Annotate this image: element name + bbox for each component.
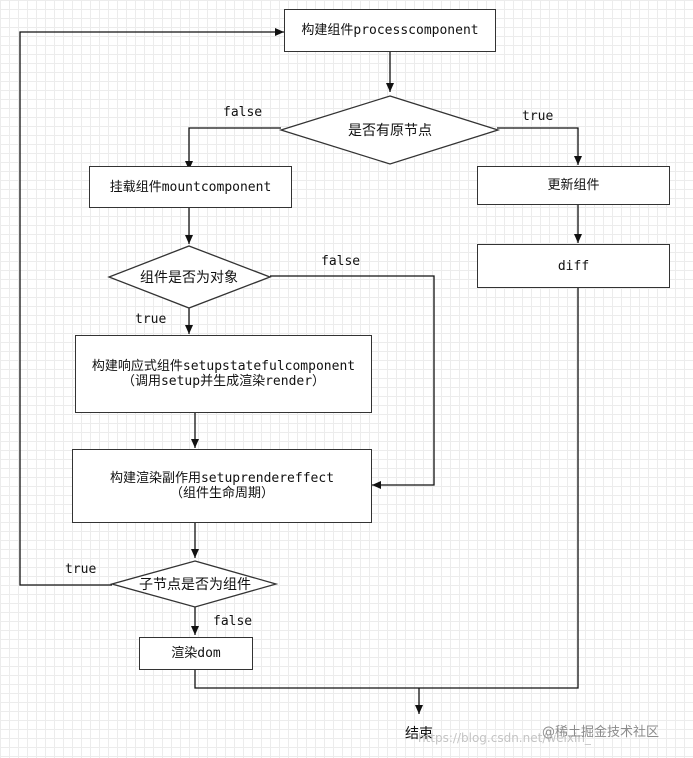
decision-is-object-label: 组件是否为对象 [140, 270, 238, 286]
node-end-label: 结束 [405, 726, 433, 742]
decision-child-label: 子节点是否为组件 [139, 577, 251, 593]
decision-is-object-shape [107, 245, 272, 309]
edge-has-old-false [185, 127, 281, 170]
node-update-component: 更新组件 [477, 166, 670, 205]
node-mount-component-label: 挂载组件mountcomponent [109, 179, 272, 195]
decision-has-old-label: 是否有原节点 [348, 123, 432, 139]
node-mount-component: 挂载组件mountcomponent [89, 166, 292, 208]
edge-label-child-false: false [213, 614, 253, 629]
watermark-csdn: https://blog.csdn.net/weixin_ [418, 731, 591, 745]
node-render-dom: 渲染dom [139, 637, 253, 670]
node-render-effect: 构建渲染副作用setuprendereffect （组件生命周期） [72, 449, 372, 523]
node-render-effect-sublabel: （组件生命周期） [169, 486, 274, 501]
node-setup-stateful: 构建响应式组件setupstatefulcomponent （调用setup并生… [75, 335, 372, 413]
node-setup-stateful-label: 构建响应式组件setupstatefulcomponent [91, 359, 356, 374]
node-update-component-label: 更新组件 [547, 178, 600, 193]
edge-label-has-old-false: false [223, 105, 263, 120]
node-diff-label: diff [557, 258, 590, 274]
edge-label-is-object-true: true [135, 312, 167, 327]
watermark-juejin: @稀土掘金技术社区 [542, 725, 660, 740]
edge-has-old-true [497, 127, 582, 165]
node-setup-stateful-sublabel: （调用setup并生成渲染render） [121, 374, 326, 389]
edge-is-object-false [270, 275, 435, 489]
edge-child-true-loop [19, 28, 284, 586]
node-render-effect-label: 构建渲染副作用setuprendereffect [109, 471, 335, 486]
node-process-component: 构建组件processcomponent [284, 9, 496, 52]
edge-render-dom-to-end [194, 669, 419, 689]
node-render-dom-label: 渲染dom [171, 646, 221, 661]
edge-label-has-old-true: true [522, 109, 554, 124]
edge-label-is-object-false: false [321, 254, 361, 269]
edge-diff-to-end [419, 287, 579, 689]
edge-label-child-true: true [65, 562, 97, 577]
node-process-component-label: 构建组件processcomponent [301, 23, 479, 38]
decision-has-old-shape [278, 95, 501, 165]
node-diff: diff [477, 244, 670, 288]
decision-child-shape [109, 560, 279, 608]
